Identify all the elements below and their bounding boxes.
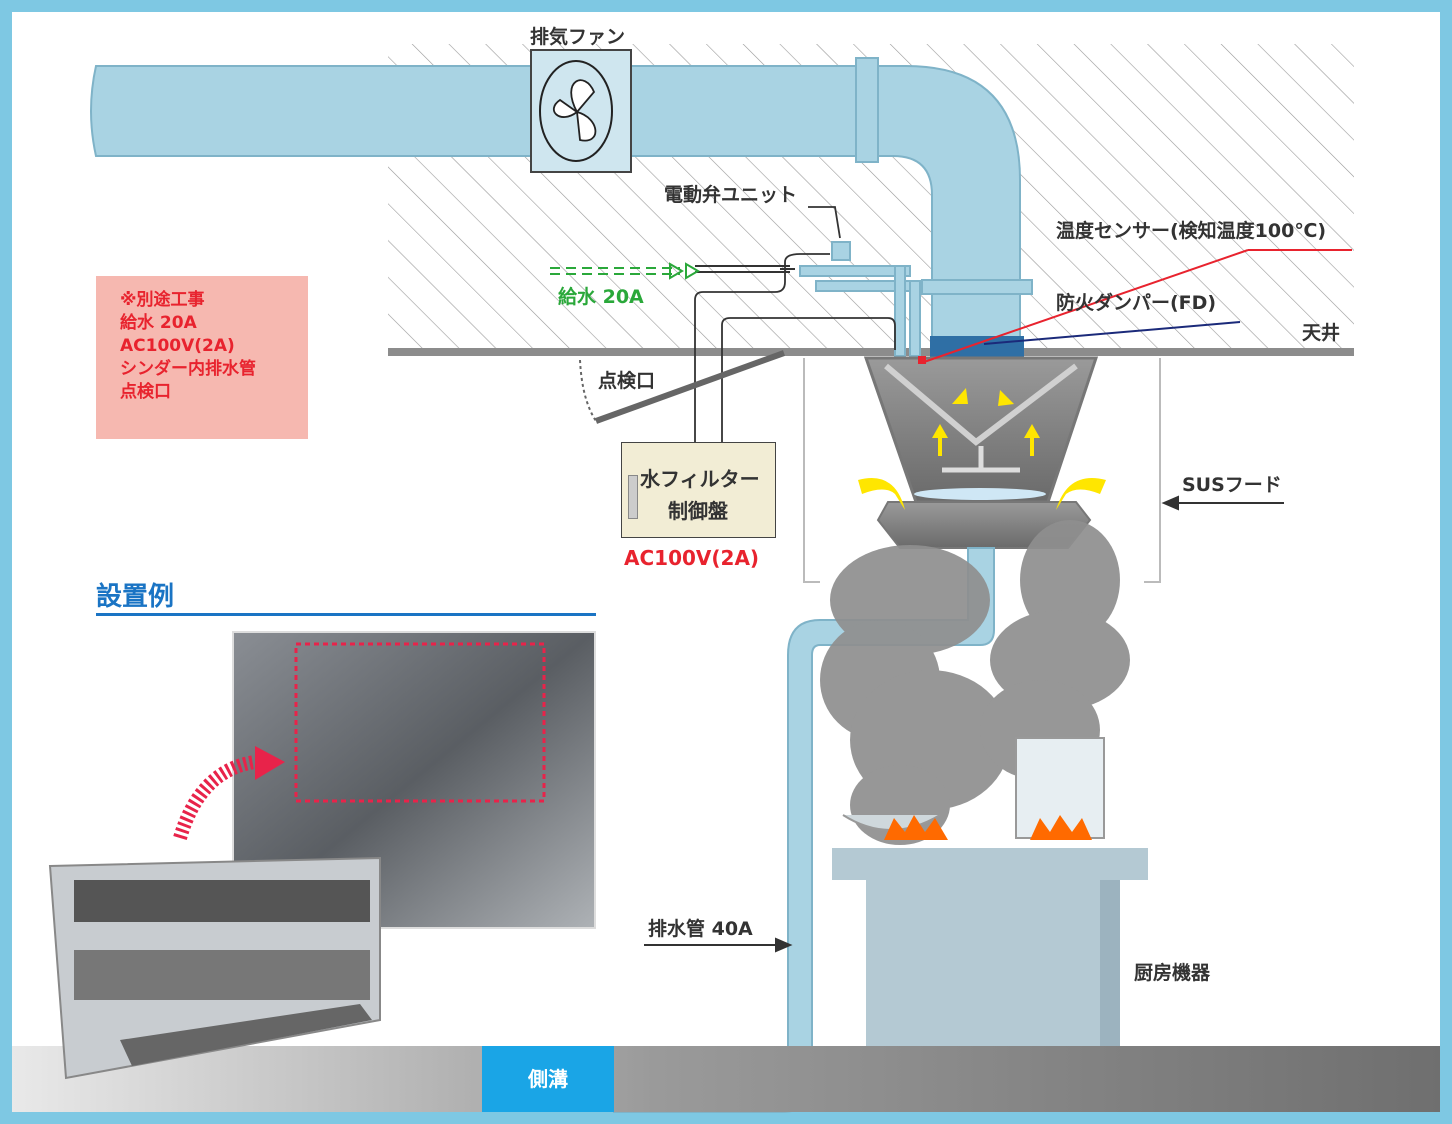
- side-gutter: 側溝: [482, 1046, 614, 1112]
- kitchen-equipment: [832, 737, 1148, 1046]
- curved-arrow: [173, 755, 257, 841]
- ceiling-label: 天井: [1302, 322, 1341, 344]
- exhaust-duct: [90, 57, 1033, 339]
- inspection-hatch: [594, 350, 786, 424]
- pointer-arrows: [644, 495, 1284, 953]
- control-power-label: AC100V(2A): [624, 546, 760, 570]
- control-panel-subtitle: 制御盤: [668, 499, 728, 523]
- water-filter-control-panel: 水フィルター 制御盤: [621, 442, 776, 538]
- note-line: 給水 20A: [120, 313, 197, 333]
- highlight-box: [294, 642, 546, 803]
- sus-hood: [803, 356, 1161, 583]
- kitchen-equipment-label: 厨房機器: [1134, 962, 1211, 984]
- exhaust-fan-label: 排気ファン: [530, 26, 626, 48]
- damper-leader: [983, 321, 1241, 345]
- smoke: [820, 520, 1130, 845]
- separate-work-note: ※別途工事 給水 20A AC100V(2A) シンダー内排水管 点検口: [96, 276, 308, 439]
- water-supply-label: 給水 20A: [558, 286, 644, 308]
- control-panel-title: 水フィルター: [640, 467, 760, 491]
- note-line: ※別途工事: [120, 290, 205, 310]
- note-line: AC100V(2A): [120, 336, 235, 356]
- valve-unit-label: 電動弁ユニット: [664, 184, 798, 206]
- install-example-rule: [96, 613, 596, 616]
- fire-damper-label: 防火ダンパー(FD): [1056, 292, 1217, 314]
- sus-hood-label: SUSフード: [1182, 474, 1282, 496]
- exhaust-fan: [530, 49, 632, 173]
- control-wiring: [694, 253, 896, 442]
- temp-sensor-label: 温度センサー(検知温度100℃): [1056, 220, 1327, 242]
- valve-unit: [799, 241, 921, 357]
- install-example-title: 設置例: [96, 582, 175, 612]
- water-supply-pipe: [695, 265, 795, 273]
- airflow-arrows: [858, 388, 1106, 510]
- panel-latch: [628, 475, 638, 519]
- note-line: 点検口: [120, 382, 171, 402]
- inspection-port-label: 点検口: [598, 370, 656, 392]
- ceiling-line: [388, 348, 1354, 356]
- product-unit: [48, 856, 381, 1080]
- floor: [12, 1046, 1440, 1112]
- drain-pipe-label: 排水管 40A: [648, 918, 753, 940]
- note-line: シンダー内排水管: [120, 359, 256, 379]
